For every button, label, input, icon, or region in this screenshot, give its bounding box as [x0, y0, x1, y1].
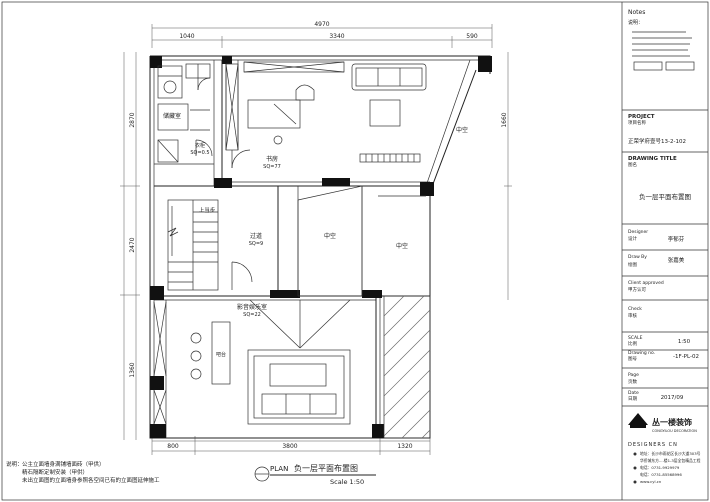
designer-value: 李郁芬 [668, 235, 685, 243]
stairs: 上当步 [167, 199, 219, 291]
footer-note-prefix: 说明： [6, 460, 23, 468]
room-label-void-top-right: 中空 [456, 126, 468, 134]
scale-label: SCALE [628, 335, 643, 341]
title-block: Notes 说明： PROJECT 项目名称 正荣学府壹号13-2-102 DR… [622, 9, 708, 484]
footer-note-3: 未出立面图的立面墙身参照各空间已有的立面图延伸施工 [22, 476, 160, 484]
drawing-title-value: 负一层平面布置图 [639, 192, 691, 201]
company-name: 丛一楼装饰 [652, 417, 692, 427]
notes-label: 说明： [628, 19, 643, 26]
phone-2: 电话：0731-85568996 [640, 472, 682, 477]
room-label-void-right: 中空 [396, 242, 408, 250]
page-label: Page [628, 372, 639, 378]
dim-left-1: 2870 [129, 112, 136, 127]
phone-1: 电话：0731-9929979 [640, 465, 680, 470]
drawing-title-sub: 图名 [628, 161, 637, 168]
drawing-title-label: DRAWING TITLE [628, 156, 677, 162]
designer-sub: 设计 [628, 235, 637, 242]
plan-title-block: PLAN 负一层平面布置图 Scale 1:50 [254, 463, 376, 486]
dim-bottom-right: 1320 [397, 443, 412, 450]
address-2: 华侨城东方....楼1-3层全包精品工程 [640, 458, 701, 463]
dim-top-right: 590 [466, 33, 478, 40]
room-label-storage: 储藏室 [163, 112, 181, 120]
room-label-bar: 吧台 [216, 351, 226, 358]
wall-columns [150, 56, 492, 438]
plan-scale: Scale 1:50 [330, 478, 364, 486]
project-sub: 项目名称 [628, 119, 646, 126]
room-label-void-mid: 中空 [324, 232, 336, 240]
room-area-closet: SQ=0.5 [190, 150, 209, 156]
top-dimension-lines: 4970 1040 3340 590 [151, 21, 493, 48]
drawn-value: 张嘉美 [668, 256, 685, 264]
drawing-no-label: Drawing no. [628, 350, 655, 356]
phone-bullet-icon [633, 466, 637, 470]
footer-notes: 说明： 公主立面墙身满铺墙面砖（甲供） 精石隔断定制安装（甲供） 未出立面图的立… [6, 460, 160, 484]
drawing-no-sub: 图号 [628, 356, 637, 362]
footer-note-2: 精石隔断定制安装（甲供） [22, 468, 88, 476]
notes-lines [632, 31, 695, 71]
room-area-study: SQ=77 [263, 164, 281, 170]
designer-label: Designer [628, 229, 648, 235]
notes-heading: Notes [628, 9, 645, 16]
right-dimension-lines: 1660 [501, 52, 512, 300]
room-label-corridor: 过道 [250, 232, 262, 240]
footer-note-1: 公主立面墙身满铺墙面砖（甲供） [22, 460, 105, 468]
dim-bottom-left: 800 [167, 443, 179, 450]
scale-value: 1:50 [678, 339, 691, 345]
dim-top-left: 1040 [179, 33, 194, 40]
room-label-study: 书房 [266, 155, 278, 163]
project-label: PROJECT [628, 114, 655, 120]
company-logo: 丛一楼装饰 CONGYILOU DECORATION [628, 413, 697, 433]
project-value: 正荣学府壹号13-2-102 [628, 137, 686, 145]
left-dimension-lines: 2870 2470 1360 [120, 52, 140, 440]
date-sub: 日期 [628, 396, 637, 402]
web: www.cyl.cn [640, 479, 662, 484]
drawing-no-value: -1F-PL-02 [673, 354, 699, 360]
address-bullet-icon [633, 452, 637, 456]
bottom-dimension-lines: 3800 800 1320 [151, 436, 431, 455]
plan-label: PLAN [270, 465, 288, 473]
page-sub: 页数 [628, 378, 637, 385]
room-area-corridor: SQ=9 [249, 241, 263, 247]
plan-title: 负一层平面布置图 [294, 463, 358, 473]
dim-top-mid: 3340 [329, 33, 344, 40]
corridor-and-voids: 过道 SQ=9 中空 中空 [231, 185, 426, 297]
room-area-av: SQ=22 [243, 312, 261, 318]
av-room: 影音娱乐室 SQ=22 吧台 [153, 299, 351, 425]
check-label: Check [628, 306, 642, 312]
date-value: 2017/09 [661, 395, 684, 401]
check-sub: 审核 [628, 312, 637, 319]
designers-cn: DESIGNERS CN [628, 442, 678, 448]
scale-sub: 比例 [628, 340, 637, 347]
stairs-label: 上当步 [199, 206, 216, 214]
dim-left-2: 2470 [129, 237, 136, 252]
room-label-av: 影音娱乐室 [237, 303, 267, 311]
walls [149, 55, 491, 439]
storage-area: 储藏室 衣柜 SQ=0.5 [157, 63, 213, 163]
address-1: 地址：长沙市雨花区长沙大道303号 [640, 451, 701, 456]
drawn-label: Draw By [628, 254, 647, 260]
hatched-area [383, 295, 431, 439]
approved-label: Client approved [628, 280, 664, 286]
room-label-closet: 衣柜 [195, 142, 205, 149]
dim-right-1: 1660 [501, 112, 508, 127]
approved-sub: 甲方认可 [628, 286, 646, 293]
study-room: 书房 SQ=77 中空 [225, 61, 468, 170]
date-label: Date [628, 390, 639, 396]
dim-top-total: 4970 [314, 21, 329, 28]
web-bullet-icon [633, 480, 637, 484]
dim-left-3: 1360 [129, 362, 136, 377]
drawn-sub: 绘图 [628, 261, 637, 268]
company-en: CONGYILOU DECORATION [652, 429, 697, 433]
dim-bottom-total: 3800 [282, 443, 297, 450]
